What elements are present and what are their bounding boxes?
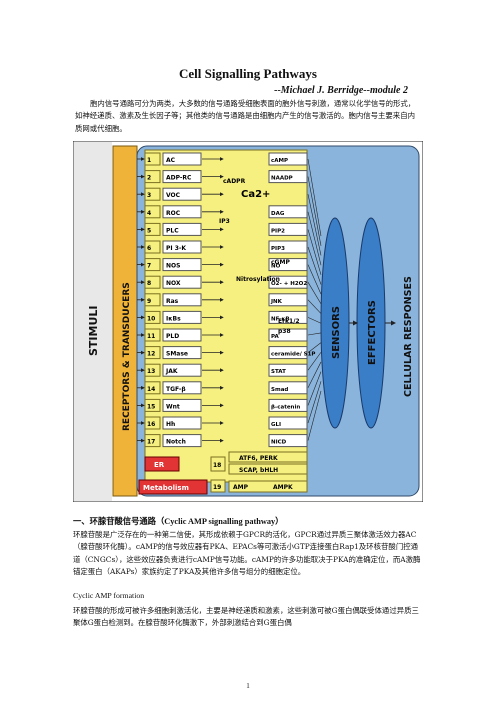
row-number: 3 (147, 192, 151, 199)
row-output: NO (271, 264, 281, 270)
row-number: 7 (147, 263, 151, 270)
paragraph-2: 环腺苷酸的形成可被许多细胞刺激活化，主要是神经递质和激素，这些刺激可被G蛋白偶联… (73, 606, 419, 628)
row-output: PA (271, 334, 280, 340)
er-number: 18 (213, 462, 221, 469)
cgmp-label: cGMP (271, 259, 290, 266)
row-component: NOS (166, 263, 180, 270)
row-component: Wnt (166, 403, 180, 410)
section-heading-cn: 一、环腺苷酸信号通路 (73, 516, 156, 526)
section-heading: 一、环腺苷酸信号通路（Cyclic AMP signalling pathway… (73, 515, 283, 527)
row-output: NF-κB (271, 316, 290, 322)
page-number: 1 (246, 682, 250, 690)
row-output: ceramide/ S1P (271, 352, 315, 358)
row-component: IκBs (166, 315, 181, 322)
row-component: ADP-RC (166, 175, 192, 182)
row-output: Smad (271, 387, 288, 393)
atf6-label: ATF6, PERK (239, 455, 278, 462)
stimuli-label: STIMULI (87, 306, 100, 357)
row-component: JAK (165, 368, 178, 375)
row-number: 5 (147, 227, 151, 234)
metabolism-box (138, 479, 208, 495)
effectors-label: EFFECTORS (367, 300, 378, 365)
row-component: TGF-β (166, 386, 186, 393)
row-output: PIP3 (271, 246, 285, 252)
intro-paragraph: 胞内信号通路可分为两类，大多数的信号通路受细胞表面的胞外信号刺激，通常以化学信号… (75, 99, 416, 133)
row-number: 1 (147, 157, 151, 164)
row-number: 17 (147, 439, 155, 446)
author-line: --Michael J. Berridge--module 2 (274, 85, 408, 96)
row-component: Hh (166, 421, 175, 428)
erk-label: Erk1/2 (278, 318, 300, 325)
er-label: ER (154, 461, 165, 469)
row-component: PLC (166, 227, 179, 234)
row-number: 4 (147, 210, 151, 217)
row-output: NAADP (271, 176, 293, 182)
row-number: 8 (147, 280, 151, 287)
row-number: 16 (147, 421, 155, 428)
row-component: Notch (166, 439, 186, 446)
row-number: 10 (147, 315, 155, 322)
signalling-pathways-figure: STIMULI RECEPTORS & TRANSDUCERS SENSORS … (73, 141, 423, 502)
row-component: PI 3-K (166, 245, 186, 252)
row-number: 6 (147, 245, 151, 252)
row-component: NOX (166, 280, 181, 287)
row-output: JNK (270, 299, 283, 305)
metabolism-label: Metabolism (143, 484, 189, 492)
p38-label: p38 (278, 328, 291, 335)
row-number: 2 (147, 175, 151, 182)
row-output: O2- + H2O2 (271, 281, 307, 287)
row-output: cAMP (271, 158, 288, 164)
ip3-label: IP3 (219, 218, 230, 225)
metabolism-number: 19 (213, 484, 221, 491)
row-output: GLI (271, 422, 281, 428)
row-output: β-catenin (271, 404, 300, 410)
sensor-arrows (307, 158, 322, 441)
ampk-label: AMPK (273, 484, 293, 491)
calcium-label: Ca2+ (241, 189, 270, 200)
scap-label: SCAP, bHLH (239, 467, 278, 474)
row-output: STAT (271, 369, 286, 375)
stimuli-band (74, 142, 112, 501)
cadpr-label: cADPR (223, 178, 246, 185)
row-number: 14 (147, 386, 155, 393)
row-component: AC (166, 157, 176, 164)
receptors-label: RECEPTORS & TRANSDUCERS (122, 282, 132, 431)
row-component: PLD (166, 333, 179, 340)
page-title: Cell Signalling Pathways (179, 66, 317, 81)
paragraph-1: 环腺苷酸是广泛存在的一种第二信使，其形成依赖于GPCR的活化，GPCR通过异质三… (73, 530, 421, 577)
row-component: ROC (166, 210, 181, 217)
responses-label: CELLULAR RESPONSES (403, 276, 414, 397)
row-output: PIP2 (271, 228, 285, 234)
row-number: 13 (147, 368, 155, 375)
sensors-label: SENSORS (331, 306, 342, 359)
nitrosylation-label: Nitrosylation (236, 276, 280, 283)
row-component: VOC (166, 192, 181, 199)
row-output: DAG (271, 211, 285, 217)
section-heading-en: （Cyclic AMP signalling pathway） (155, 517, 284, 526)
membrane-band (112, 145, 138, 497)
row-number: 9 (147, 298, 151, 305)
row-number: 15 (147, 403, 155, 410)
subheading: Cyclic AMP formation (73, 591, 145, 600)
amp-label: AMP (233, 484, 249, 491)
er-box (144, 456, 180, 472)
row-number: 11 (147, 333, 155, 340)
row-number: 12 (147, 351, 155, 358)
row-component: SMase (166, 351, 188, 358)
row-output: NICD (271, 440, 287, 446)
row-component: Ras (166, 298, 179, 305)
